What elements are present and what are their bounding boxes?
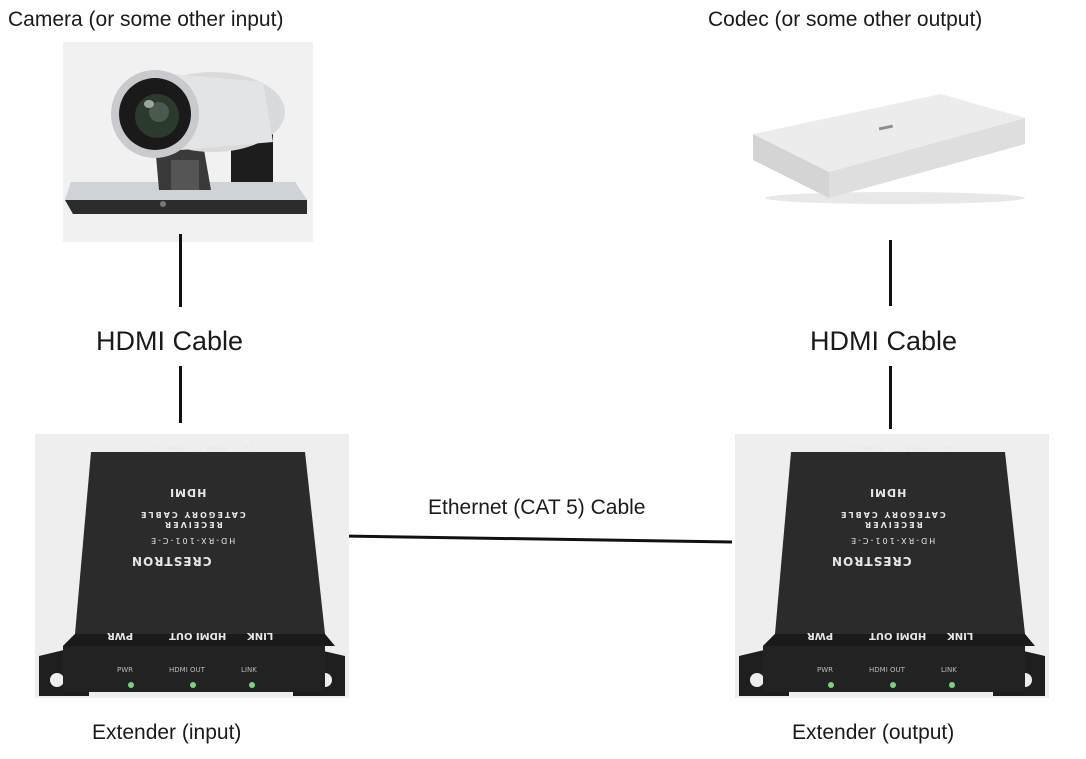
right-brand: CRESTRON xyxy=(831,554,912,568)
left-lower-cable-line xyxy=(179,366,182,423)
left-led-link: LINK xyxy=(241,666,257,674)
codec-image xyxy=(745,88,1030,206)
ethernet-cable-label: Ethernet (CAT 5) Cable xyxy=(428,496,646,519)
camera-image xyxy=(63,42,313,242)
right-top-label-3: HDMI OUT xyxy=(845,444,884,451)
right-lower-cable-line xyxy=(889,366,892,429)
codec-label: Codec (or some other output) xyxy=(708,8,983,31)
left-top-label-2: FROM TX xyxy=(192,444,227,451)
right-port-hdmi-out: HDMI OUT xyxy=(869,630,927,641)
left-brand: CRESTRON xyxy=(131,554,212,568)
right-upper-cable-line xyxy=(889,240,892,306)
right-hdmi-cable-label: HDMI Cable xyxy=(810,326,958,356)
left-extender-label: Extender (input) xyxy=(92,721,242,744)
right-port-pwr: PWR xyxy=(807,630,834,641)
right-model: HD-RX-101-C-E xyxy=(849,536,936,545)
left-upper-cable-line xyxy=(179,234,182,307)
left-hdmi-logo: HDMI xyxy=(169,486,207,499)
right-led-link: LINK xyxy=(941,666,957,674)
right-top-label-2: FROM TX xyxy=(892,444,927,451)
right-hdmi-logo: HDMI xyxy=(869,486,907,499)
right-top-label-1: 24 V xyxy=(935,444,954,451)
left-port-link: LINK xyxy=(247,630,274,641)
right-led-hdmi-out: HDMI OUT xyxy=(869,666,905,674)
right-line1: CATEGORY CABLE xyxy=(839,510,946,519)
left-line1: CATEGORY CABLE xyxy=(139,510,246,519)
right-extender-image: 24 V FROM TX HDMI OUT HDMI CATEGORY CABL… xyxy=(735,434,1049,698)
left-hdmi-cable-label: HDMI Cable xyxy=(96,326,244,356)
left-led-hdmi-out: HDMI OUT xyxy=(169,666,205,674)
left-extender-image: 24 V FROM TX HDMI OUT HDMI CATEGORY CABL… xyxy=(35,434,349,698)
right-line2: RECEIVER xyxy=(863,520,923,529)
right-port-link: LINK xyxy=(947,630,974,641)
left-top-label-1: 24 V xyxy=(235,444,254,451)
right-led-pwr: PWR xyxy=(817,666,834,674)
left-led-pwr: PWR xyxy=(117,666,134,674)
ethernet-cable-line xyxy=(341,534,733,544)
left-port-hdmi-out: HDMI OUT xyxy=(169,630,227,641)
left-model: HD-RX-101-C-E xyxy=(149,536,236,545)
right-extender-label: Extender (output) xyxy=(792,721,955,744)
camera-label: Camera (or some other input) xyxy=(8,8,284,31)
left-top-label-3: HDMI OUT xyxy=(145,444,184,451)
left-port-pwr: PWR xyxy=(107,630,134,641)
left-line2: RECEIVER xyxy=(163,520,223,529)
